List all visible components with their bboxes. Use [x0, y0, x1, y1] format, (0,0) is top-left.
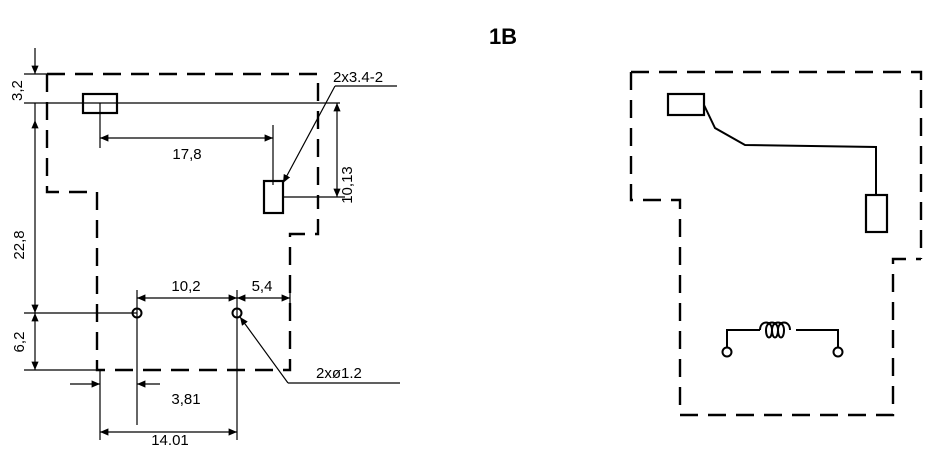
dimension-lines	[24, 48, 400, 440]
dim-label-3-81: 3,81	[171, 391, 200, 408]
dim-label-10-13: 10,13	[339, 166, 356, 204]
dim-label-2xdia1-2: 2xø1.2	[316, 365, 362, 382]
left-pin-circles	[131, 307, 243, 319]
coil-symbol	[721, 321, 844, 358]
dim-label-14-01: 14.01	[151, 432, 189, 449]
left-footprint-outline	[45, 72, 320, 372]
dim-label-2x3-4-2: 2x3.4-2	[333, 69, 383, 86]
dim-label-5-4: 5,4	[252, 278, 273, 295]
drawing-title: 1B	[489, 24, 517, 49]
dim-label-3-2: 3,2	[9, 80, 26, 101]
dim-label-10-2: 10,2	[171, 278, 200, 295]
dim-label-22-8: 22,8	[11, 230, 28, 259]
right-schematic-outline	[629, 70, 923, 417]
dim-label-17-8: 17,8	[172, 146, 201, 163]
dim-label-6-2: 6,2	[11, 332, 28, 353]
right-coil-contacts	[666, 92, 889, 234]
